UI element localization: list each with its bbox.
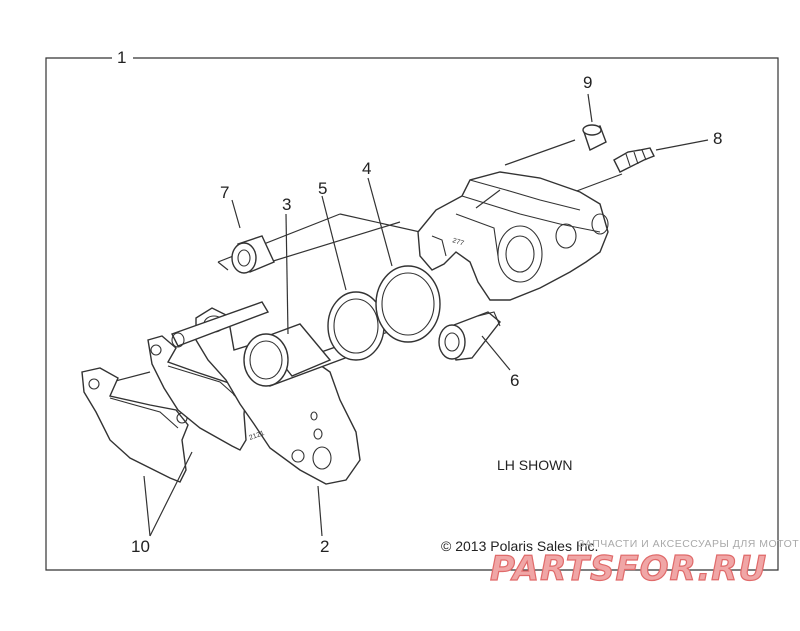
bracket-stamp: 2121 <box>248 430 265 442</box>
callout-5: 5 <box>318 179 327 198</box>
callout-9: 9 <box>583 73 592 92</box>
slide-pin-upper <box>171 301 270 348</box>
callout-leaders <box>143 93 709 537</box>
pin-boot-upper <box>231 235 275 274</box>
piston-seal <box>375 265 441 343</box>
caliper-body: 277 <box>417 171 609 301</box>
callout-6: 6 <box>510 371 519 390</box>
bleeder-screw <box>613 147 655 173</box>
callout-10: 10 <box>131 537 150 556</box>
pin-boot-lower <box>438 311 501 361</box>
assembly-frame <box>45 57 779 571</box>
watermark: ЗАПЧАСТИ И АКСЕССУАРЫ ДЛЯ МОТОТЕХНИКИ PA… <box>489 538 800 590</box>
watermark-tagline: ЗАПЧАСТИ И АКСЕССУАРЫ ДЛЯ МОТОТЕХНИКИ <box>578 538 800 550</box>
lh-shown-note: LH SHOWN <box>497 457 572 473</box>
copyright-text: © 2013 Polaris Sales Inc. <box>441 538 598 554</box>
callout-4: 4 <box>362 159 371 178</box>
callout-3: 3 <box>282 195 291 214</box>
callout-8: 8 <box>713 129 722 148</box>
watermark-brand: PARTSFOR.RU <box>490 549 767 589</box>
callout-7: 7 <box>220 183 229 202</box>
caliper-stamp: 277 <box>451 237 464 247</box>
callout-2: 2 <box>320 537 329 556</box>
callout-1: 1 <box>117 48 126 67</box>
bleeder-cap <box>582 124 607 151</box>
